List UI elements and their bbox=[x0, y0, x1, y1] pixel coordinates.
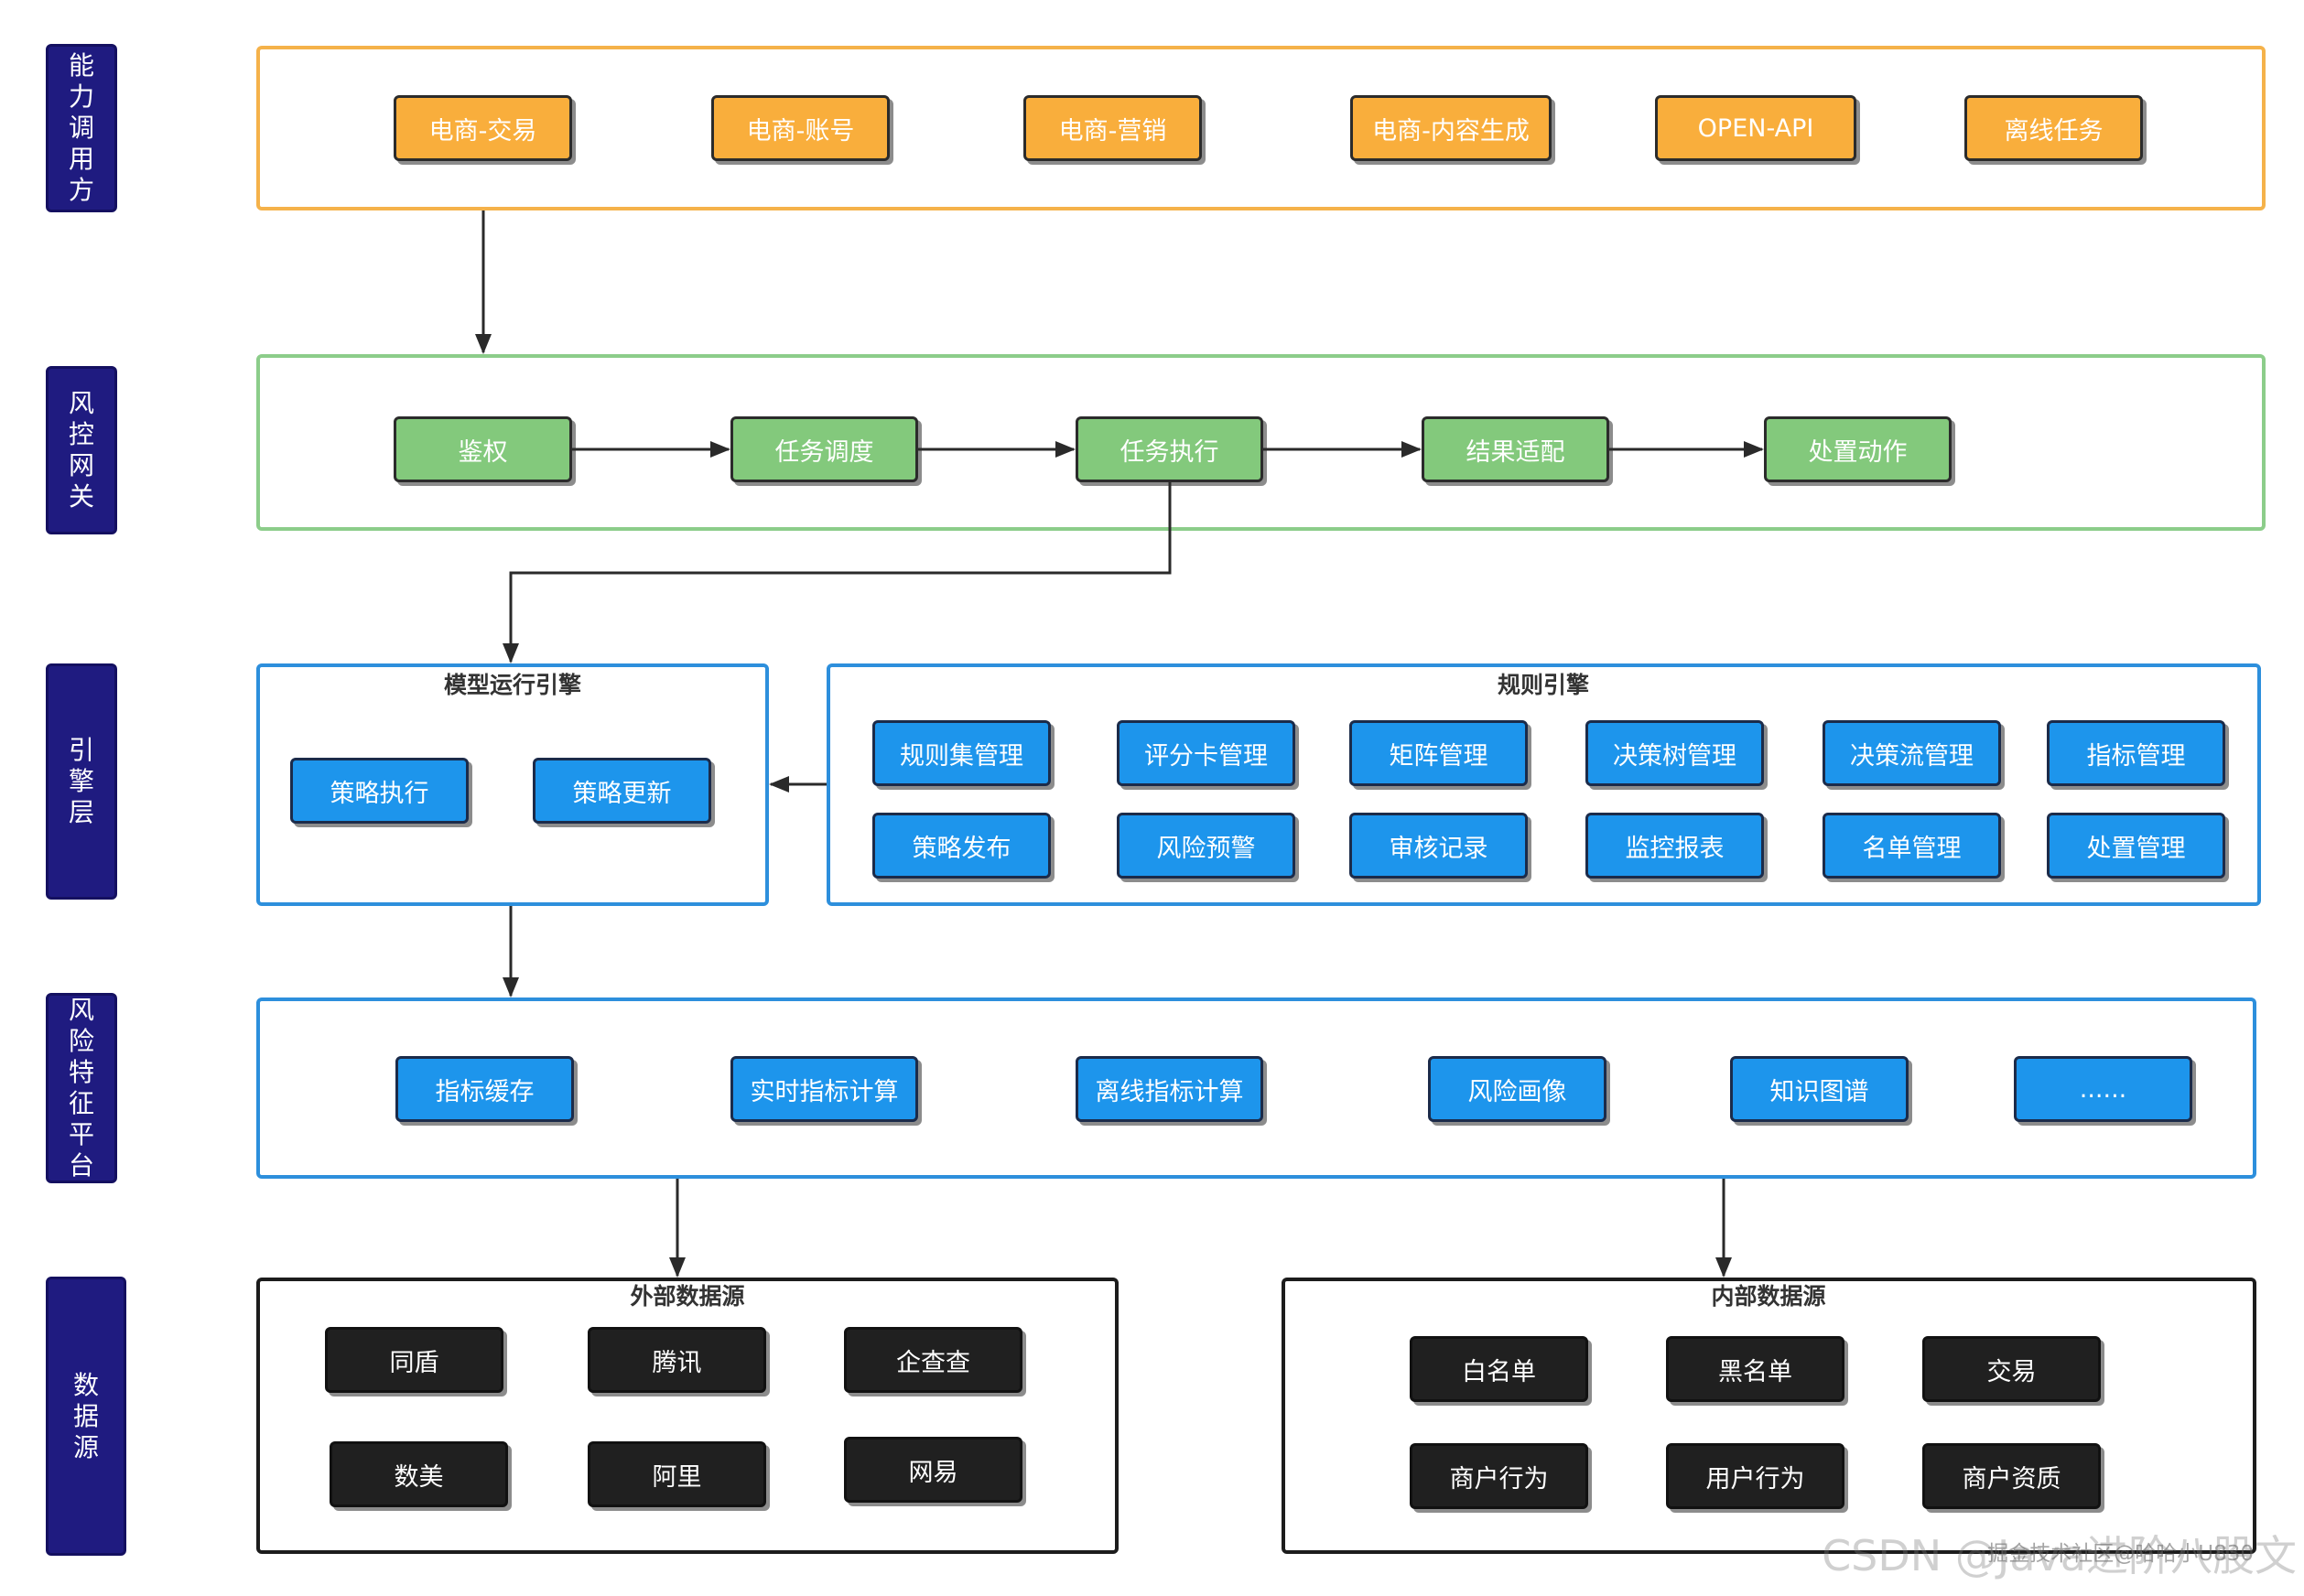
external-source-box[interactable]: 数美 bbox=[330, 1441, 508, 1507]
layer-label-data: 数据源 bbox=[46, 1277, 126, 1556]
caller-container bbox=[256, 46, 2266, 210]
gateway-box[interactable]: 任务调度 bbox=[730, 416, 918, 482]
gateway-box[interactable]: 处置动作 bbox=[1764, 416, 1952, 482]
external-source-box[interactable]: 阿里 bbox=[588, 1441, 766, 1507]
model-engine-box[interactable]: 策略更新 bbox=[533, 758, 711, 824]
caller-box[interactable]: 电商-交易 bbox=[394, 95, 572, 161]
internal-source-box[interactable]: 白名单 bbox=[1410, 1336, 1588, 1402]
caller-box[interactable]: 电商-内容生成 bbox=[1350, 95, 1552, 161]
external-source-box[interactable]: 同盾 bbox=[325, 1327, 503, 1393]
watermark-csdn: CSDN @Java进阶八股文 bbox=[1822, 1531, 2297, 1580]
feature-box[interactable]: 离线指标计算 bbox=[1076, 1056, 1263, 1122]
rule-engine-title: 规则引擎 bbox=[1497, 672, 1590, 698]
model-engine-title: 模型运行引擎 bbox=[443, 672, 582, 698]
gateway-box[interactable]: 任务执行 bbox=[1076, 416, 1263, 482]
layer-label-caller: 能力调用方 bbox=[46, 44, 117, 212]
caller-box[interactable]: 离线任务 bbox=[1964, 95, 2143, 161]
internal-source-box[interactable]: 商户行为 bbox=[1410, 1443, 1588, 1509]
external-sources-container bbox=[256, 1278, 1119, 1554]
rule-engine-box[interactable]: 名单管理 bbox=[1823, 813, 2001, 879]
rule-engine-box[interactable]: 评分卡管理 bbox=[1117, 720, 1295, 786]
internal-source-box[interactable]: 黑名单 bbox=[1666, 1336, 1844, 1402]
gateway-box[interactable]: 结果适配 bbox=[1422, 416, 1609, 482]
feature-box[interactable]: 风险画像 bbox=[1428, 1056, 1606, 1122]
caller-box[interactable]: 电商-账号 bbox=[711, 95, 890, 161]
caller-box[interactable]: OPEN-API bbox=[1655, 95, 1856, 161]
feature-box[interactable]: 实时指标计算 bbox=[730, 1056, 918, 1122]
rule-engine-box[interactable]: 规则集管理 bbox=[872, 720, 1051, 786]
model-engine-box[interactable]: 策略执行 bbox=[290, 758, 469, 824]
external-sources-title: 外部数据源 bbox=[630, 1283, 745, 1310]
layer-label-engine: 引擎层 bbox=[46, 663, 117, 900]
rule-engine-box[interactable]: 决策流管理 bbox=[1823, 720, 2001, 786]
layer-label-gateway: 风控网关 bbox=[46, 366, 117, 534]
rule-engine-box[interactable]: 处置管理 bbox=[2047, 813, 2225, 879]
feature-box[interactable]: 知识图谱 bbox=[1730, 1056, 1909, 1122]
gateway-box[interactable]: 鉴权 bbox=[394, 416, 572, 482]
watermark-juejin: 掘金技术社区@哈哈小U830 bbox=[1987, 1542, 2254, 1566]
external-source-box[interactable]: 网易 bbox=[844, 1437, 1022, 1503]
layer-label-feature: 风险特征平台 bbox=[46, 993, 117, 1183]
rule-engine-box[interactable]: 矩阵管理 bbox=[1349, 720, 1528, 786]
internal-source-box[interactable]: 用户行为 bbox=[1666, 1443, 1844, 1509]
external-source-box[interactable]: 企查查 bbox=[844, 1327, 1022, 1393]
rule-engine-box[interactable]: 监控报表 bbox=[1585, 813, 1764, 879]
rule-engine-box[interactable]: 指标管理 bbox=[2047, 720, 2225, 786]
internal-sources-container bbox=[1282, 1278, 2256, 1554]
internal-source-box[interactable]: 交易 bbox=[1922, 1336, 2101, 1402]
rule-engine-container bbox=[827, 663, 2261, 906]
rule-engine-box[interactable]: 审核记录 bbox=[1349, 813, 1528, 879]
feature-box[interactable]: 指标缓存 bbox=[395, 1056, 574, 1122]
rule-engine-box[interactable]: 策略发布 bbox=[872, 813, 1051, 879]
rule-engine-box[interactable]: 决策树管理 bbox=[1585, 720, 1764, 786]
caller-box[interactable]: 电商-营销 bbox=[1023, 95, 1202, 161]
rule-engine-box[interactable]: 风险预警 bbox=[1117, 813, 1295, 879]
internal-sources-title: 内部数据源 bbox=[1711, 1283, 1826, 1310]
feature-box[interactable]: ...... bbox=[2014, 1056, 2192, 1122]
external-source-box[interactable]: 腾讯 bbox=[588, 1327, 766, 1393]
internal-source-box[interactable]: 商户资质 bbox=[1922, 1443, 2101, 1509]
